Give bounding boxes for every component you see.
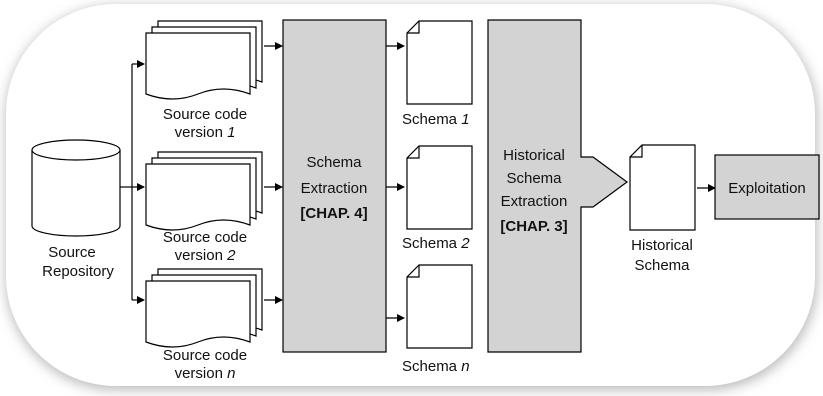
- source-code-stack-2: [145, 151, 263, 231]
- source-version-n-line1: Source code: [163, 347, 247, 364]
- source-code-label-1: Source code version 1: [163, 106, 247, 141]
- source-code-stack-n: [145, 268, 263, 348]
- historical-extraction-chapter: [CHAP. 3]: [500, 218, 567, 235]
- historical-schema-document: Historical Schema: [629, 144, 696, 274]
- source-version-n-line2: version n: [175, 365, 236, 382]
- arrows-to-schemas: [386, 42, 405, 322]
- schema-extraction-line2: Extraction: [301, 180, 368, 197]
- schema-document-2: Schema 2: [402, 145, 473, 252]
- source-code-stack-1: [145, 20, 263, 100]
- source-version-1-line2: version 1: [175, 124, 236, 141]
- schema-extraction-line1: Schema: [306, 154, 362, 171]
- source-version-2-line2: version 2: [175, 247, 237, 264]
- historical-schema-label-line1: Historical: [631, 237, 693, 254]
- repository-cylinder-body: [31, 150, 121, 237]
- repository-label-line1: Source: [48, 244, 96, 261]
- source-code-label-n: Source code version n: [163, 347, 247, 382]
- source-repository: Source Repository: [31, 139, 121, 280]
- historical-extraction-line1: Historical: [503, 147, 565, 164]
- historical-extraction-line3: Extraction: [501, 193, 568, 210]
- schema-document-1: Schema 1: [402, 20, 473, 128]
- source-version-2-line1: Source code: [163, 229, 247, 246]
- schema-n-label: Schema n: [402, 358, 470, 375]
- exploitation-label: Exploitation: [728, 180, 806, 197]
- schema-2-label: Schema 2: [402, 235, 470, 252]
- schema-document-n: Schema n: [402, 264, 473, 375]
- historical-schema-extraction-box: Historical Schema Extraction [CHAP. 3]: [487, 19, 629, 353]
- repository-branch-lines: [120, 60, 145, 304]
- exploitation-box: Exploitation: [714, 154, 820, 220]
- schema-1-label: Schema 1: [402, 111, 470, 128]
- schema-extraction-chapter: [CHAP. 4]: [300, 205, 367, 222]
- historical-extraction-line2: Schema: [506, 170, 562, 187]
- source-code-label-2: Source code version 2: [163, 229, 247, 264]
- schema-extraction-box: Schema Extraction [CHAP. 4]: [282, 19, 387, 353]
- historical-schema-label-line2: Schema: [634, 257, 690, 274]
- source-version-1-line1: Source code: [163, 106, 247, 123]
- repository-cylinder-top: [31, 139, 121, 161]
- repository-label-line2: Repository: [42, 263, 114, 280]
- arrows-into-schema-extraction: [264, 42, 283, 304]
